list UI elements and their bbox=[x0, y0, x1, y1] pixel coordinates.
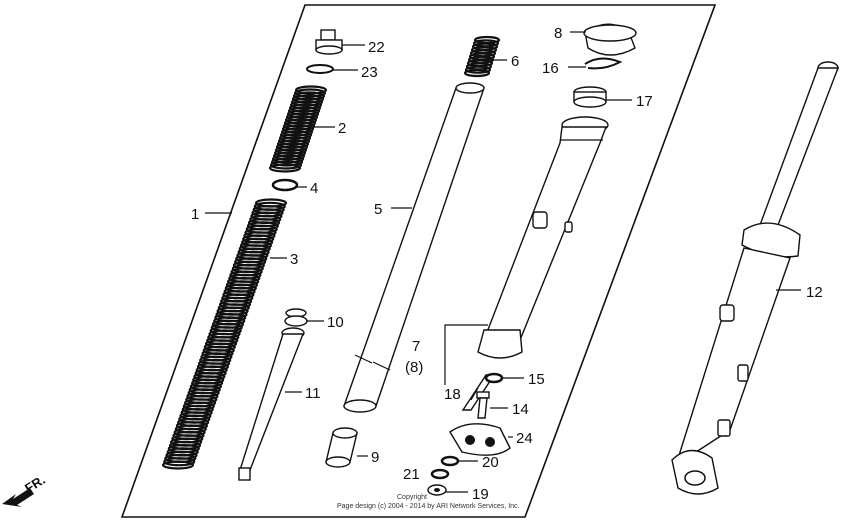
part-7-outer-tube bbox=[477, 116, 609, 359]
part-23-o-ring bbox=[306, 64, 334, 74]
part-15-washer bbox=[484, 372, 504, 384]
spring-coil bbox=[163, 457, 196, 467]
part-21-nut bbox=[430, 468, 450, 480]
part-5-fork-tube bbox=[343, 82, 485, 413]
callout-1: 1 bbox=[191, 206, 199, 223]
callout-20: 20 bbox=[482, 454, 499, 471]
callout-7: 7 bbox=[412, 338, 420, 355]
part-4-washer bbox=[271, 178, 299, 192]
part-16-clip bbox=[584, 57, 623, 70]
spring-coil bbox=[161, 460, 195, 470]
part-14-bolt bbox=[476, 391, 490, 419]
part-9-sleeve bbox=[325, 427, 358, 468]
callout-19: 19 bbox=[472, 486, 489, 503]
spring-coil bbox=[268, 163, 302, 173]
part-24-axle-holder bbox=[449, 423, 511, 456]
part-3-spring bbox=[161, 198, 288, 470]
leader-lines bbox=[205, 31, 801, 493]
callout-6: 6 bbox=[511, 53, 519, 70]
part-22-bolt bbox=[315, 29, 343, 55]
callout-9: 9 bbox=[371, 449, 379, 466]
spring-coil bbox=[463, 68, 491, 78]
callout-8: 8 bbox=[554, 25, 562, 42]
callout-5: 5 bbox=[374, 201, 382, 218]
front-direction-arrow-icon bbox=[2, 488, 34, 507]
part-19-nut bbox=[427, 484, 447, 496]
callout-16: 16 bbox=[542, 60, 559, 77]
callout-15: 15 bbox=[528, 371, 545, 388]
part-20-washer bbox=[440, 455, 460, 467]
callout-4: 4 bbox=[310, 180, 318, 197]
part-12-fork-assembly bbox=[671, 61, 840, 495]
part-2-spring bbox=[268, 85, 328, 173]
part-11-damper-rod bbox=[238, 327, 305, 481]
callout-2: 2 bbox=[338, 120, 346, 137]
callout-21: 21 bbox=[403, 466, 420, 483]
spring-coil bbox=[269, 160, 303, 170]
part-17-collar bbox=[573, 86, 607, 108]
callout-10: 10 bbox=[327, 314, 344, 331]
callout-8-paren: (8) bbox=[405, 359, 423, 376]
callout-11: 11 bbox=[305, 385, 321, 402]
part-8-cover bbox=[583, 23, 637, 56]
callout-17: 17 bbox=[636, 93, 653, 110]
callout-labels: 22 23 2 4 1 3 10 11 5 6 9 8 16 17 7 (8) … bbox=[191, 25, 823, 503]
callout-12: 12 bbox=[806, 284, 823, 301]
part-6-spring bbox=[463, 35, 501, 78]
callout-22: 22 bbox=[368, 39, 385, 56]
diagram-frame bbox=[120, 4, 717, 518]
callout-3: 3 bbox=[290, 251, 298, 268]
part-10-seat bbox=[284, 308, 308, 327]
callout-24: 24 bbox=[516, 430, 533, 447]
callout-23: 23 bbox=[361, 64, 378, 81]
callout-18: 18 bbox=[444, 386, 461, 403]
copyright-line-1: Copyright bbox=[397, 494, 427, 501]
copyright-line-2: Page design (c) 2004 - 2014 by ARI Netwo… bbox=[337, 503, 520, 510]
callout-14: 14 bbox=[512, 401, 529, 418]
spring-coil bbox=[464, 65, 492, 74]
